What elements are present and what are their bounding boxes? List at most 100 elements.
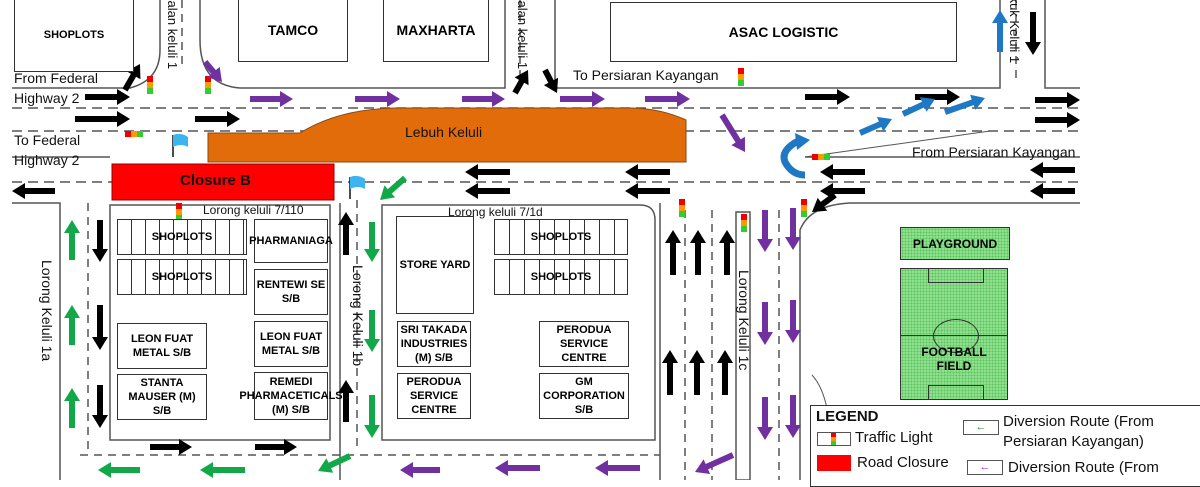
- legend-green-arrow-icon: ←: [963, 420, 999, 435]
- label-from-persiaran-kayangan: From Persiaran Kayangan: [912, 144, 1076, 160]
- black-direction-arrow-icon: [512, 70, 529, 95]
- purple-direction-arrow-icon: [355, 91, 400, 107]
- traffic-light-icon: [679, 211, 685, 217]
- road-lorong-keluli-1a: Lorong Keluli 1a: [39, 260, 55, 362]
- traffic-light-icon: [818, 154, 824, 160]
- green-direction-arrow-icon: [364, 222, 380, 262]
- traffic-light-icon: [147, 76, 153, 82]
- road-lorong-7-110: Lorong keluli 7/110: [203, 203, 304, 217]
- road-lorong-7-1d: Lorong keluli 7/1d: [448, 205, 543, 219]
- black-direction-arrow-icon: [92, 220, 108, 262]
- black-direction-arrow-icon: [820, 183, 865, 199]
- building-shoplots-a1: SHOPLOTS: [117, 219, 247, 255]
- black-direction-arrow-icon: [662, 350, 678, 395]
- purple-direction-arrow-icon: [785, 300, 801, 343]
- purple-direction-arrow-icon: [645, 91, 690, 107]
- traffic-light-icon: [738, 68, 744, 74]
- building-rentewise: RENTEWI SE S/B: [254, 269, 328, 315]
- building-store-yard: STORE YARD: [396, 216, 474, 314]
- building-leon-fuat-2: LEON FUAT METAL S/B: [254, 321, 328, 367]
- traffic-light-icon: [137, 131, 143, 137]
- black-direction-arrow-icon: [75, 111, 130, 127]
- black-direction-arrow-icon: [150, 439, 192, 455]
- green-direction-arrow-icon: [64, 388, 80, 428]
- purple-direction-arrow-icon: [785, 208, 801, 250]
- purple-direction-arrow-icon: [595, 460, 640, 476]
- purple-direction-arrow-icon: [560, 91, 605, 107]
- goal-box-bottom: [928, 385, 984, 400]
- building-pharmaniaga: PHARMANIAGA: [249, 219, 333, 263]
- legend-road-closure-swatch: [817, 455, 851, 471]
- traffic-light-icon: [147, 82, 153, 88]
- black-direction-arrow-icon: [92, 385, 108, 428]
- purple-direction-arrow-icon: [757, 302, 773, 345]
- black-direction-arrow-icon: [1030, 183, 1075, 199]
- road-jalan-keluli-1-west: Jalan keluli 1: [165, 0, 180, 70]
- lebuh-keluli-median: [207, 107, 687, 163]
- building-tamco: TAMCO: [238, 0, 348, 62]
- black-direction-arrow-icon: [625, 164, 670, 180]
- green-direction-arrow-icon: [98, 462, 140, 478]
- blue-direction-arrow-icon: [992, 10, 1008, 52]
- black-direction-arrow-icon: [338, 380, 354, 422]
- purple-direction-arrow-icon: [785, 395, 801, 438]
- green-direction-arrow-icon: [318, 453, 352, 473]
- shoplots-label: SHOPLOTS: [151, 271, 213, 283]
- purple-direction-arrow-icon: [250, 91, 293, 107]
- green-direction-arrow-icon: [200, 462, 245, 478]
- black-direction-arrow-icon: [465, 183, 510, 199]
- blue-direction-arrow-icon: [858, 116, 892, 136]
- black-direction-arrow-icon: [12, 183, 55, 199]
- traffic-light-icon: [176, 209, 182, 215]
- black-direction-arrow-icon: [92, 305, 108, 350]
- black-direction-arrow-icon: [665, 230, 681, 275]
- building-sri-takada: SRI TAKADA INDUSTRIES (M) S/B: [397, 321, 471, 367]
- traffic-light-icon: [205, 76, 211, 82]
- traffic-light-icon: [824, 154, 830, 160]
- blue-direction-arrow-icon: [944, 94, 985, 115]
- flag-icon: [349, 175, 365, 199]
- legend-traffic-light-icon: [817, 432, 851, 446]
- black-direction-arrow-icon: [689, 350, 705, 395]
- traffic-light-icon: [125, 131, 131, 137]
- shoplots-label: SHOPLOTS: [151, 231, 213, 243]
- road-jalan-keluli-1-east: Jalan keluli 1: [515, 0, 530, 70]
- green-direction-arrow-icon: [364, 310, 380, 352]
- legend-purple-arrow-icon: ←: [967, 460, 1003, 475]
- black-direction-arrow-icon: [1030, 162, 1075, 178]
- football-field-label: FOOTBALL FIELD: [921, 345, 987, 373]
- building-shoplots-b1: SHOPLOTS: [494, 219, 628, 255]
- building-shoplots-a2: SHOPLOTS: [117, 259, 247, 295]
- goal-box-top: [928, 268, 984, 283]
- building-remedi: REMEDI PHARMACETICALS (M) S/B: [239, 372, 343, 420]
- u-turn-arrow-head-icon: [795, 133, 810, 150]
- playground: PLAYGROUND: [900, 227, 1010, 260]
- black-direction-arrow-icon: [195, 111, 240, 127]
- building-perodua-2: PERODUA SERVICE CENTRE: [539, 321, 629, 367]
- label-from-federal-2: Highway 2: [14, 90, 80, 106]
- traffic-light-icon: [741, 226, 747, 232]
- blue-direction-arrow-icon: [901, 97, 935, 117]
- purple-direction-arrow-icon: [757, 210, 773, 252]
- legend-diversion-purple-label: Diversion Route (From: [1008, 459, 1159, 476]
- traffic-light-icon: [801, 205, 807, 211]
- label-from-federal-1: From Federal: [14, 70, 99, 86]
- traffic-light-icon: [205, 82, 211, 88]
- football-field: FOOTBALL FIELD: [900, 268, 1008, 400]
- building-stanta-mauser: STANTA MAUSER (M) S/B: [117, 374, 207, 420]
- traffic-light-icon: [679, 205, 685, 211]
- black-direction-arrow-icon: [915, 89, 960, 105]
- purple-direction-arrow-icon: [757, 397, 773, 440]
- building-maxharta: MAXHARTA: [383, 0, 489, 62]
- black-direction-arrow-icon: [1035, 92, 1080, 108]
- black-direction-arrow-icon: [625, 183, 670, 199]
- purple-direction-arrow-icon: [400, 462, 440, 478]
- shoplots-label: SHOPLOTS: [530, 271, 592, 283]
- shoplots-label: SHOPLOTS: [530, 231, 592, 243]
- centre-circle: [933, 319, 979, 353]
- building-asac-logistic: ASAC LOGISTIC: [610, 2, 957, 62]
- building-leon-fuat-1: LEON FUAT METAL S/B: [117, 323, 207, 369]
- u-turn-arrow-icon: [780, 136, 806, 179]
- legend-title: LEGEND: [816, 408, 879, 425]
- traffic-light-icon: [147, 88, 153, 94]
